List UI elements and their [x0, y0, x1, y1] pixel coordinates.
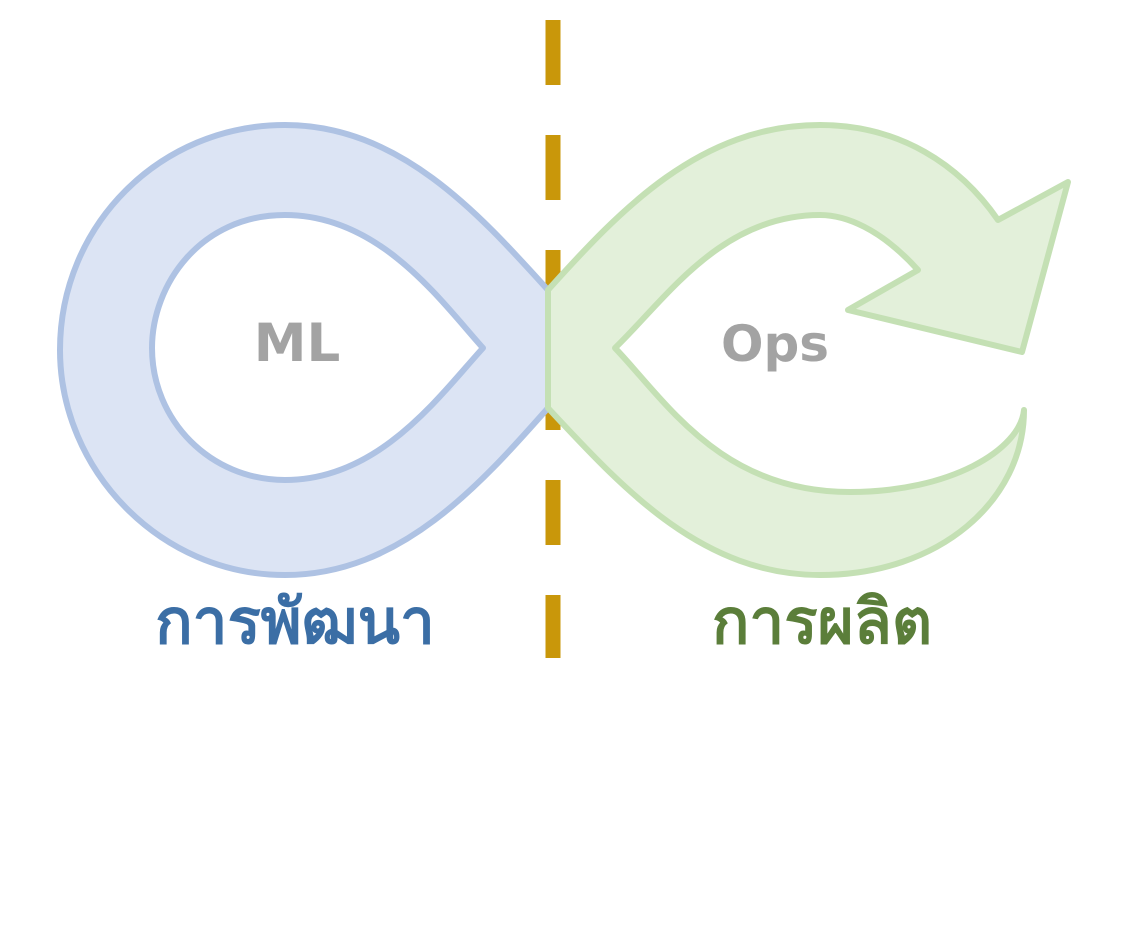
ml-loop-band [57, 122, 551, 578]
production-caption: การผลิต [712, 585, 932, 658]
development-caption: การพัฒนา [155, 585, 435, 658]
ops-label: Ops [721, 315, 829, 373]
ops-loop-arrow-band [545, 122, 1071, 578]
ml-label: ML [254, 313, 341, 374]
